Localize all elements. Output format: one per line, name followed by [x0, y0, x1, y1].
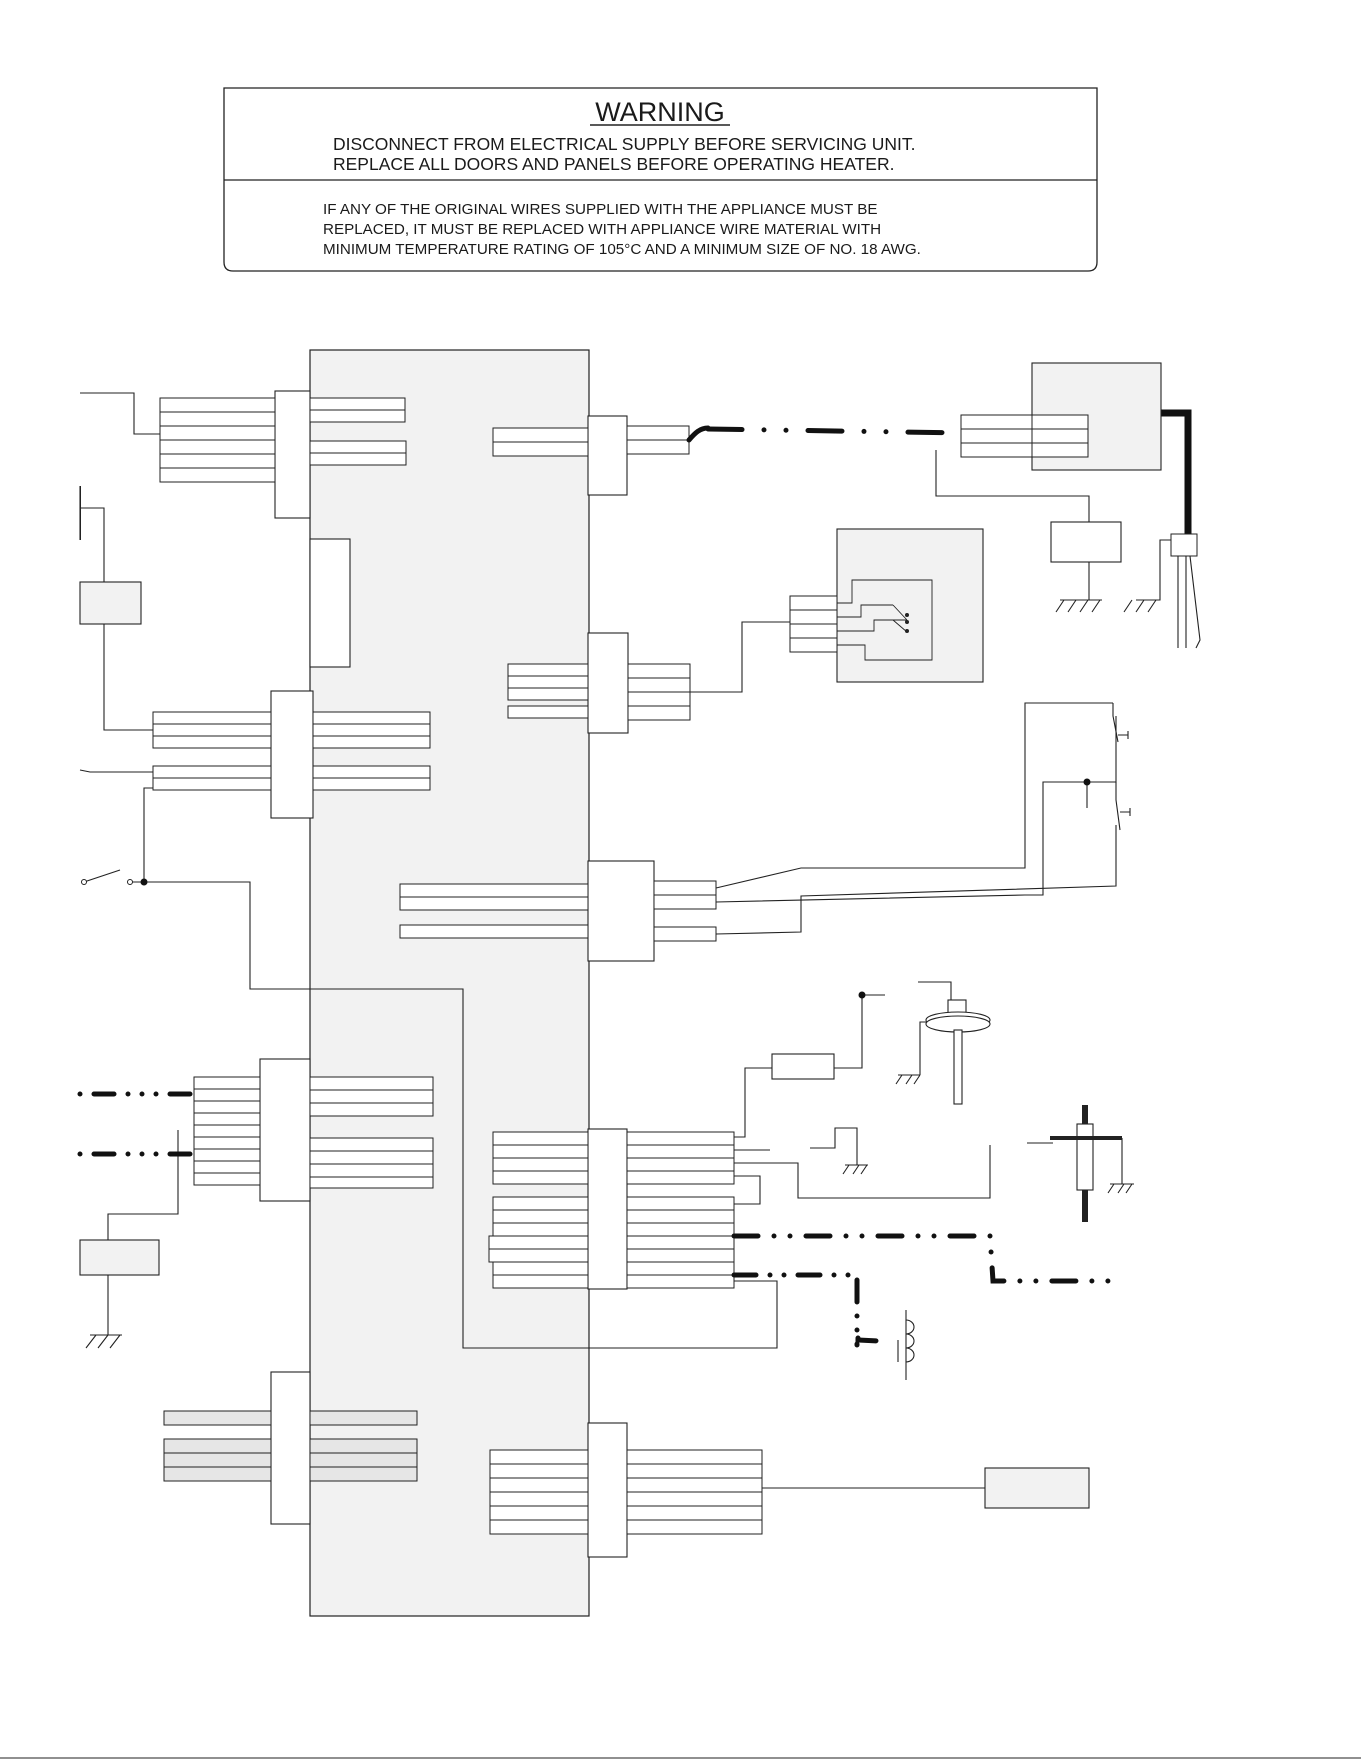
board-relay-block — [309, 538, 351, 668]
flame-sensor-box — [1050, 521, 1122, 563]
connector-housing-5 — [587, 415, 628, 496]
limit-switch-module — [836, 528, 984, 683]
wire-note-line-3: MINIMUM TEMPERATURE RATING OF 105°C AND … — [323, 241, 921, 258]
control-board — [309, 349, 590, 1617]
warning-line-2: REPLACE ALL DOORS AND PANELS BEFORE OPER… — [333, 154, 894, 174]
connector-housing-6 — [587, 632, 629, 734]
connector-housing-9 — [587, 1422, 628, 1558]
pressure-switches — [1087, 703, 1131, 831]
left-module-2 — [79, 1239, 160, 1276]
warning-box: WARNING DISCONNECT FROM ELECTRICAL SUPPL… — [223, 87, 1098, 272]
gas-valve-box — [771, 1053, 835, 1080]
connector-housing-2 — [270, 690, 314, 819]
left-module-1 — [79, 581, 142, 625]
connector-housing-3 — [259, 1058, 311, 1202]
connector-housing-4 — [270, 1371, 311, 1525]
connector-housing-8 — [587, 1128, 628, 1290]
wire-note-line-1: IF ANY OF THE ORIGINAL WIRES SUPPLIED WI… — [323, 201, 877, 218]
accessory-module — [984, 1467, 1090, 1509]
warning-line-1: DISCONNECT FROM ELECTRICAL SUPPLY BEFORE… — [333, 134, 915, 154]
warning-title: WARNING — [595, 97, 725, 127]
connector-housing-1 — [274, 390, 311, 519]
connector-housing-7 — [587, 860, 655, 962]
wire-note-line-2: REPLACED, IT MUST BE REPLACED WITH APPLI… — [323, 221, 881, 238]
